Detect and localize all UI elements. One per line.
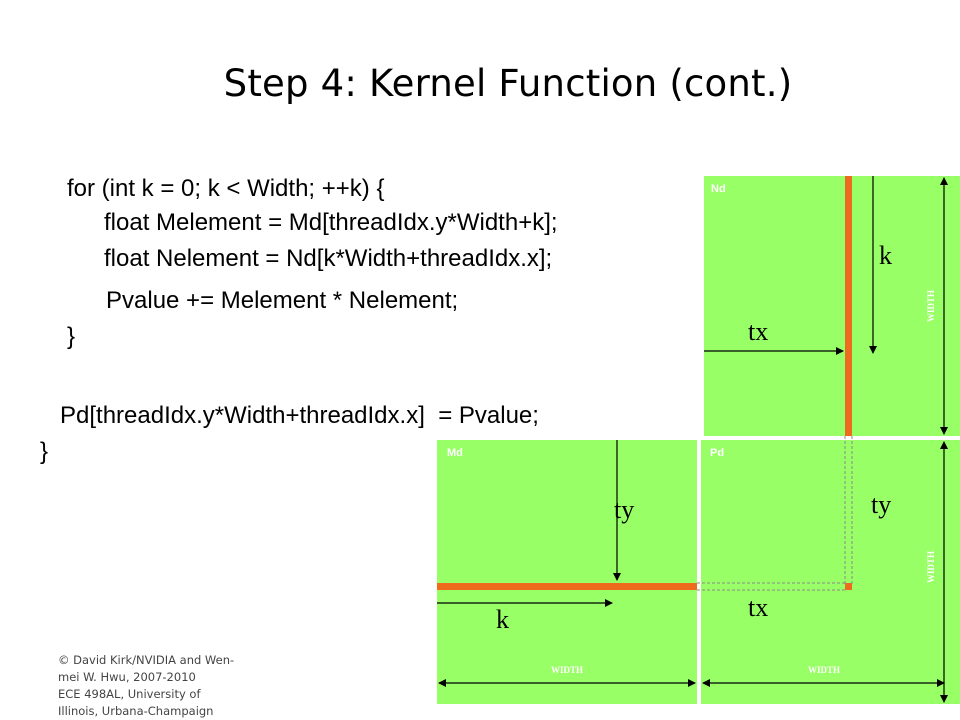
pd-matrix — [701, 440, 960, 704]
footer-line: ECE 498AL, University of — [58, 687, 201, 701]
code-line: for (int k = 0; k < Width; ++k) { — [67, 175, 385, 202]
md-row-highlight — [437, 583, 697, 590]
width-label: WIDTH — [926, 551, 936, 583]
copyright-footer: © David Kirk/NVIDIA and Wen- mei W. Hwu,… — [58, 652, 273, 720]
pd-label: Pd — [710, 447, 724, 459]
code-line: float Nelement = Nd[k*Width+threadIdx.x]… — [104, 245, 553, 272]
code-line: Pvalue += Melement * Nelement; — [106, 287, 459, 314]
md-label: Md — [447, 447, 463, 459]
pd-element-highlight — [845, 583, 852, 590]
slide-title: Step 4: Kernel Function (cont.) — [223, 62, 793, 105]
width-label: WIDTH — [551, 665, 583, 675]
code-line: } — [40, 438, 49, 465]
code-line: Pd[threadIdx.y*Width+threadIdx.x] = Pval… — [60, 402, 539, 429]
k-label: k — [496, 605, 509, 634]
tx-label: tx — [748, 593, 768, 622]
ty-label: ty — [614, 495, 634, 524]
footer-line: © David Kirk/NVIDIA and Wen- — [58, 653, 235, 667]
width-label: WIDTH — [926, 290, 936, 322]
nd-label: Nd — [711, 183, 726, 195]
width-label: WIDTH — [808, 665, 840, 675]
k-label: k — [879, 241, 892, 270]
footer-line: Illinois, Urbana-Champaign — [58, 704, 214, 718]
nd-column-highlight — [845, 176, 852, 436]
footer-line: mei W. Hwu, 2007-2010 — [58, 670, 196, 684]
ty-label: ty — [871, 490, 891, 519]
code-line: } — [67, 323, 76, 350]
code-line: float Melement = Md[threadIdx.y*Width+k]… — [104, 209, 558, 236]
md-matrix — [437, 440, 697, 704]
tx-label: tx — [748, 317, 768, 346]
nd-matrix — [704, 176, 960, 436]
